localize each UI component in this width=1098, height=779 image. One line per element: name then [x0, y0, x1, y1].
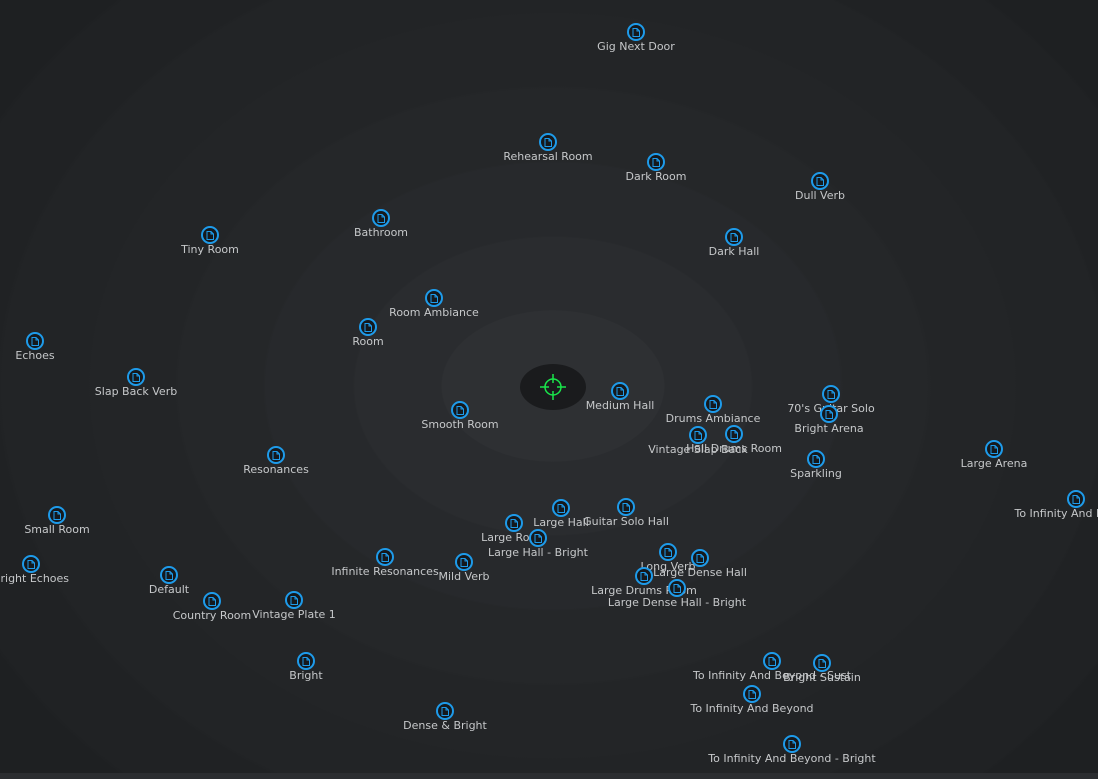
- document-icon[interactable]: [1067, 490, 1085, 508]
- preset-label: Drums Ambiance: [665, 412, 761, 425]
- preset-label: Bright Echoes: [0, 572, 70, 585]
- document-icon[interactable]: [725, 228, 743, 246]
- document-icon[interactable]: [376, 548, 394, 566]
- preset-label: Resonances: [243, 463, 309, 476]
- document-icon[interactable]: [627, 23, 645, 41]
- document-icon[interactable]: [425, 289, 443, 307]
- preset-label: Gig Next Door: [597, 40, 675, 53]
- document-icon[interactable]: [807, 450, 825, 468]
- document-icon[interactable]: [505, 514, 523, 532]
- document-icon[interactable]: [691, 549, 709, 567]
- preset-label: Medium Hall: [585, 399, 655, 412]
- document-icon[interactable]: [725, 425, 743, 443]
- preset-label: Echoes: [15, 349, 55, 362]
- document-icon[interactable]: [822, 385, 840, 403]
- document-icon[interactable]: [689, 426, 707, 444]
- preset-label: To Infinity And Beyond: [690, 702, 814, 715]
- preset-label: Vintage Plate 1: [252, 608, 336, 621]
- document-icon[interactable]: [203, 592, 221, 610]
- document-icon[interactable]: [811, 172, 829, 190]
- preset-label: Bright Arena: [794, 422, 864, 435]
- preset-label: Tiny Room: [181, 243, 239, 256]
- document-icon[interactable]: [611, 382, 629, 400]
- preset-label: Dull Verb: [795, 189, 845, 202]
- preset-label: Long Verb: [640, 560, 696, 573]
- preset-label: Bright: [289, 669, 323, 682]
- document-icon[interactable]: [48, 506, 66, 524]
- document-icon[interactable]: [26, 332, 44, 350]
- preset-label: Sparkling: [790, 467, 842, 480]
- preset-label: To Infinity And Beyond: [1014, 507, 1098, 520]
- preset-label: Large Dense Hall - Bright: [607, 596, 747, 609]
- document-icon[interactable]: [372, 209, 390, 227]
- preset-label: Vintage Slap Back: [648, 443, 748, 456]
- document-icon[interactable]: [552, 499, 570, 517]
- preset-label: To Infinity And Beyond - Bright: [708, 752, 876, 765]
- document-icon[interactable]: [267, 446, 285, 464]
- document-icon[interactable]: [617, 498, 635, 516]
- preset-label: Country Room: [172, 609, 252, 622]
- document-icon[interactable]: [285, 591, 303, 609]
- document-icon[interactable]: [813, 654, 831, 672]
- document-icon[interactable]: [539, 133, 557, 151]
- cursor-halo: [520, 364, 586, 410]
- document-icon[interactable]: [763, 652, 781, 670]
- document-icon[interactable]: [22, 555, 40, 573]
- preset-label: Small Room: [24, 523, 90, 536]
- preset-label: Smooth Room: [421, 418, 499, 431]
- document-icon[interactable]: [436, 702, 454, 720]
- preset-label: Guitar Solo Hall: [583, 515, 669, 528]
- document-icon[interactable]: [201, 226, 219, 244]
- document-icon[interactable]: [451, 401, 469, 419]
- preset-label: Large Arena: [960, 457, 1028, 470]
- document-icon[interactable]: [820, 405, 838, 423]
- preset-label: Large Dense Hall: [653, 566, 747, 579]
- preset-label: Dark Room: [625, 170, 687, 183]
- preset-label: To Infinity And Beyond - Sust: [692, 669, 852, 682]
- document-icon[interactable]: [783, 735, 801, 753]
- preset-label: Large Hall: [533, 516, 589, 529]
- preset-label: Mild Verb: [438, 570, 490, 583]
- preset-label: Dark Hall: [708, 245, 760, 258]
- preset-label: Rehearsal Room: [503, 150, 593, 163]
- document-icon[interactable]: [455, 553, 473, 571]
- preset-label: Dense & Bright: [403, 719, 487, 732]
- document-icon[interactable]: [647, 153, 665, 171]
- document-icon[interactable]: [359, 318, 377, 336]
- preset-label: Default: [148, 583, 190, 596]
- document-icon[interactable]: [635, 567, 653, 585]
- document-icon[interactable]: [985, 440, 1003, 458]
- crosshair-icon[interactable]: [540, 374, 566, 400]
- preset-label: Room Ambiance: [389, 306, 479, 319]
- document-icon[interactable]: [127, 368, 145, 386]
- preset-label: Hall Drums Room: [686, 442, 782, 455]
- document-icon[interactable]: [297, 652, 315, 670]
- preset-label: Infinite Resonances: [331, 565, 439, 578]
- preset-label: Bathroom: [353, 226, 409, 239]
- preset-label: Room: [352, 335, 384, 348]
- preset-label: Bright Sustain: [783, 671, 861, 684]
- preset-label: Large Hall - Bright: [488, 546, 588, 559]
- document-icon[interactable]: [743, 685, 761, 703]
- document-icon[interactable]: [529, 529, 547, 547]
- document-icon[interactable]: [659, 543, 677, 561]
- preset-label: Slap Back Verb: [94, 385, 178, 398]
- document-icon[interactable]: [704, 395, 722, 413]
- document-icon[interactable]: [160, 566, 178, 584]
- document-icon[interactable]: [668, 579, 686, 597]
